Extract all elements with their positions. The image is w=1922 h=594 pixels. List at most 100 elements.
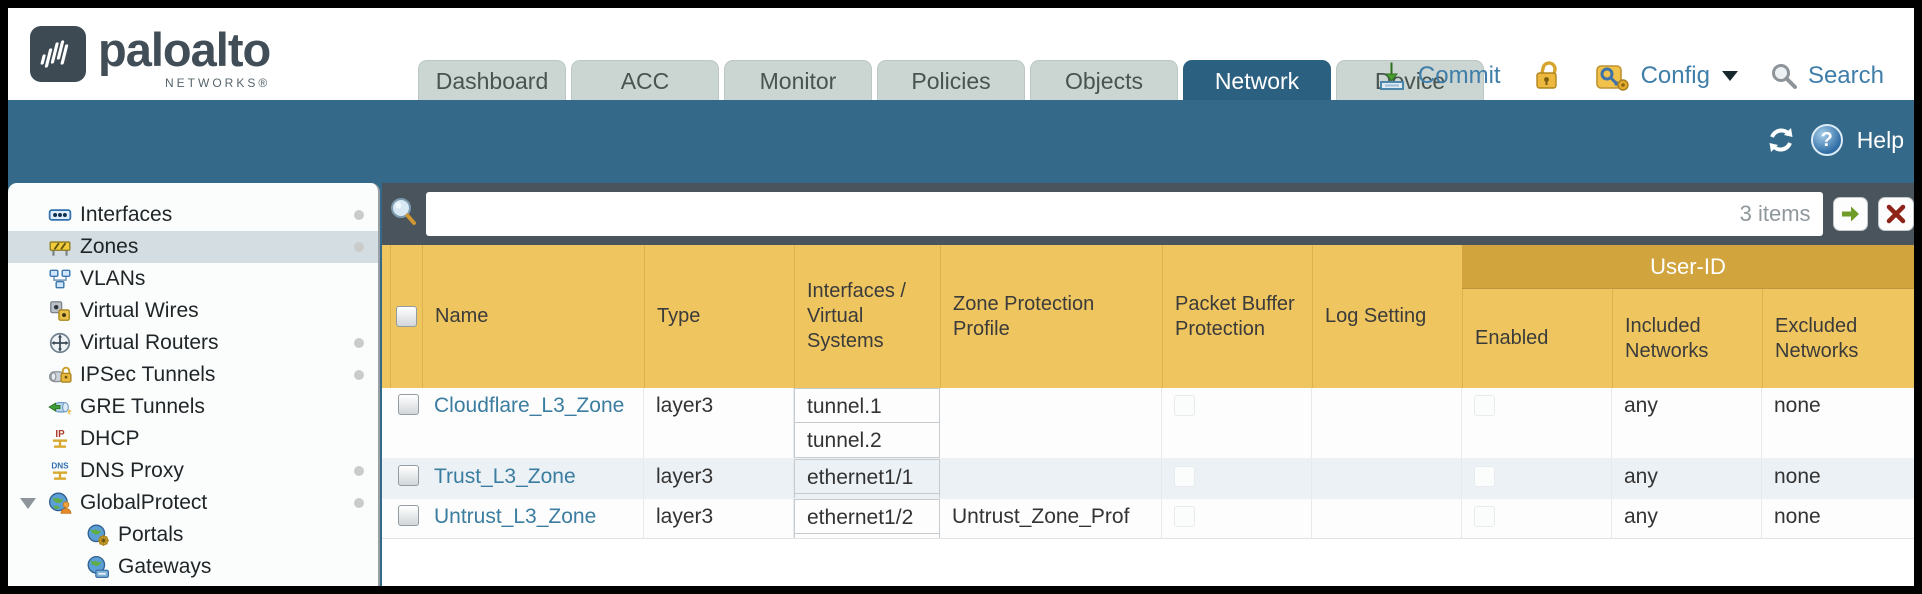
config-button[interactable]: Config xyxy=(1640,62,1710,89)
dhcp-icon: IP xyxy=(48,427,72,451)
sidebar-item-portals[interactable]: Portals xyxy=(8,519,378,551)
brand-subtext: NETWORKS® xyxy=(165,76,271,90)
table-row: Cloudflare_L3_Zone layer3 tunnel.1 tunne… xyxy=(382,388,1914,459)
virtual-routers-icon xyxy=(48,331,72,355)
interfaces-icon xyxy=(48,203,72,227)
sidebar-item-globalprotect[interactable]: GlobalProtect xyxy=(8,487,378,519)
tab-policies[interactable]: Policies xyxy=(877,60,1025,100)
packet-buffer-protection-cell xyxy=(1162,499,1312,538)
table-row: Trust_L3_Zone layer3 ethernet1/1 any non… xyxy=(382,459,1914,499)
help-icon[interactable]: ? xyxy=(1810,124,1843,156)
paloalto-logo-icon xyxy=(30,26,86,82)
interface-entry: tunnel.2 xyxy=(795,423,939,458)
expand-triangle-icon[interactable] xyxy=(20,498,36,509)
sidebar-item-dhcp[interactable]: IP DHCP xyxy=(8,423,378,455)
search-icon[interactable] xyxy=(1770,62,1798,90)
zone-interfaces-cell: ethernet1/1 xyxy=(794,459,940,498)
app-window: paloalto NETWORKS® Dashboard ACC Monitor… xyxy=(8,8,1914,586)
zone-type: layer3 xyxy=(644,499,794,538)
zone-name-link[interactable]: Cloudflare_L3_Zone xyxy=(434,394,625,417)
packet-buffer-protection-cell xyxy=(1162,459,1312,498)
portals-icon xyxy=(86,523,110,547)
column-header-name[interactable]: Name xyxy=(422,245,644,388)
config-caret-icon[interactable] xyxy=(1721,71,1738,81)
user-id-enabled-checkbox xyxy=(1474,466,1495,487)
vlans-icon xyxy=(48,267,72,291)
change-indicator-dot xyxy=(354,466,364,476)
network-sidebar: Interfaces Zones VLANs xyxy=(8,183,380,586)
column-header-zone-protection-profile[interactable]: Zone Protection Profile xyxy=(940,245,1162,388)
zone-protection-profile: Untrust_Zone_Prof xyxy=(940,499,1162,538)
zone-name-link[interactable]: Untrust_L3_Zone xyxy=(434,505,597,528)
zones-table-header: Name Type Interfaces / Virtual Systems Z… xyxy=(382,245,1914,388)
row-select-checkbox[interactable] xyxy=(397,465,419,486)
sidebar-item-interfaces[interactable]: Interfaces xyxy=(8,199,378,231)
commit-icon[interactable] xyxy=(1376,60,1408,92)
interface-entry: ethernet1/2 xyxy=(795,499,939,534)
sidebar-item-label: VLANs xyxy=(80,267,146,290)
search-button[interactable]: Search xyxy=(1807,62,1884,89)
main-nav-tabs: Dashboard ACC Monitor Policies Objects N… xyxy=(418,60,1484,100)
sidebar-item-label: Portals xyxy=(118,523,184,546)
refresh-icon[interactable] xyxy=(1765,124,1797,156)
tab-dashboard[interactable]: Dashboard xyxy=(418,60,566,100)
apply-filter-button[interactable] xyxy=(1832,197,1869,231)
select-all-checkbox[interactable] xyxy=(396,306,417,327)
sidebar-item-label: Gateways xyxy=(118,555,212,578)
globalprotect-icon xyxy=(48,491,72,515)
column-group-user-id: User-ID xyxy=(1462,245,1914,289)
filter-input[interactable] xyxy=(438,202,1730,226)
commit-button[interactable]: Commit xyxy=(1417,62,1501,89)
column-header-packet-buffer-protection[interactable]: Packet Buffer Protection xyxy=(1162,245,1312,388)
sidebar-item-vlans[interactable]: VLANs xyxy=(8,263,378,295)
tab-acc[interactable]: ACC xyxy=(571,60,719,100)
excluded-networks: none xyxy=(1774,505,1821,528)
column-header-type[interactable]: Type xyxy=(644,245,794,388)
zone-name-link[interactable]: Trust_L3_Zone xyxy=(434,465,576,488)
change-indicator-dot xyxy=(354,498,364,508)
sidebar-item-label: Virtual Wires xyxy=(80,299,199,322)
column-header-interfaces[interactable]: Interfaces / Virtual Systems xyxy=(794,245,940,388)
svg-text:IP: IP xyxy=(55,429,65,440)
zone-protection-profile xyxy=(940,459,1162,498)
tab-network[interactable]: Network xyxy=(1183,60,1331,100)
tab-objects[interactable]: Objects xyxy=(1030,60,1178,100)
virtual-wires-icon xyxy=(48,299,72,323)
gre-tunnels-icon xyxy=(48,395,72,419)
gateways-icon xyxy=(86,555,110,579)
packet-buffer-protection-checkbox xyxy=(1174,395,1195,416)
sidebar-item-label: GlobalProtect xyxy=(80,491,208,514)
packet-buffer-protection-checkbox xyxy=(1174,466,1195,487)
row-select-checkbox[interactable] xyxy=(397,394,419,415)
lock-icon[interactable] xyxy=(1533,60,1563,92)
column-header-excluded-networks[interactable]: Excluded Networks xyxy=(1762,289,1914,388)
clear-filter-button[interactable] xyxy=(1878,197,1914,231)
sidebar-item-gre-tunnels[interactable]: GRE Tunnels xyxy=(8,391,378,423)
sidebar-item-gateways[interactable]: Gateways xyxy=(8,551,378,583)
tab-monitor[interactable]: Monitor xyxy=(724,60,872,100)
change-indicator-dot xyxy=(354,242,364,252)
header-checkbox-cell xyxy=(390,245,422,388)
column-header-included-networks[interactable]: Included Networks xyxy=(1612,289,1762,388)
filter-bar: 3 items xyxy=(382,183,1914,245)
help-label[interactable]: Help xyxy=(1856,126,1904,153)
header-actions: Commit Config xyxy=(1376,60,1884,92)
column-header-enabled[interactable]: Enabled xyxy=(1462,289,1612,388)
column-header-log-setting[interactable]: Log Setting xyxy=(1312,245,1462,388)
packet-buffer-protection-cell xyxy=(1162,388,1312,458)
brand-wordmark: paloalto xyxy=(98,23,271,76)
ipsec-tunnels-icon xyxy=(48,363,72,387)
dns-proxy-icon: DNS xyxy=(48,459,72,483)
zones-icon xyxy=(48,235,72,259)
sidebar-item-dns-proxy[interactable]: DNS DNS Proxy xyxy=(8,455,378,487)
sidebar-item-zones[interactable]: Zones xyxy=(8,231,378,263)
included-networks: any xyxy=(1612,499,1762,538)
sidebar-item-ipsec-tunnels[interactable]: IPSec Tunnels xyxy=(8,359,378,391)
config-icon[interactable] xyxy=(1595,60,1631,92)
svg-text:DNS: DNS xyxy=(51,461,69,470)
row-select-checkbox[interactable] xyxy=(397,505,419,526)
subheader-band: ? Help xyxy=(8,100,1914,183)
interface-entry: tunnel.1 xyxy=(795,388,939,423)
sidebar-item-virtual-routers[interactable]: Virtual Routers xyxy=(8,327,378,359)
sidebar-item-virtual-wires[interactable]: Virtual Wires xyxy=(8,295,378,327)
